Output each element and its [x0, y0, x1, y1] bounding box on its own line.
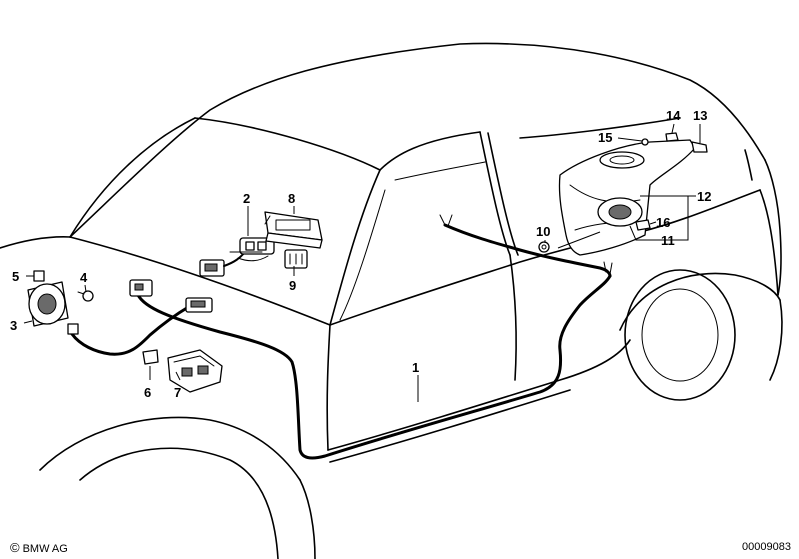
callout-11: 11: [661, 233, 675, 248]
callout-1: 1: [412, 360, 419, 375]
callout-9: 9: [289, 278, 296, 293]
callout-4: 4: [80, 270, 88, 285]
callout-2: 2: [243, 191, 250, 206]
callout-10: 10: [536, 224, 550, 239]
copyright-notice: ©BMW AG: [10, 540, 68, 555]
copyright-text: BMW AG: [22, 543, 68, 555]
callout-8: 8: [288, 191, 295, 206]
callout-numbers: 1 2 3 4 5 6 7 8 9 10 11 12 13 14 15 16: [10, 108, 711, 400]
callout-12: 12: [697, 189, 711, 204]
part-13-bracket: [691, 141, 708, 153]
car-body-outline: [0, 42, 783, 559]
part-9-connector: [284, 249, 308, 269]
part-10-nut: [538, 241, 550, 253]
callout-15: 15: [598, 130, 612, 145]
callout-7: 7: [174, 385, 181, 400]
part-5-clip: [33, 270, 45, 282]
part-3-front-speaker: [27, 281, 69, 327]
callout-6: 6: [144, 385, 151, 400]
part-8-mounting-frame: [264, 211, 323, 249]
callout-3: 3: [10, 318, 17, 333]
wiring-harness: [67, 214, 613, 460]
part-7-control-module: [167, 349, 223, 393]
document-number: 00009083: [742, 541, 791, 553]
part-14-clip: [665, 132, 679, 142]
leader-lines: [23, 123, 701, 402]
part-11-rear-speaker: [597, 197, 643, 227]
part-16-clip: [635, 219, 651, 231]
part-15-screw: [641, 138, 649, 146]
callout-13: 13: [693, 108, 707, 123]
part-12-speaker-housing: [558, 139, 696, 256]
part-4-screw: [77, 290, 94, 302]
part-2-cable-connectors: [199, 237, 275, 277]
part-6-clip: [142, 349, 159, 365]
copyright-icon: ©: [10, 540, 20, 555]
callout-5: 5: [12, 269, 19, 284]
callout-14: 14: [666, 108, 681, 123]
callout-16: 16: [656, 215, 670, 230]
